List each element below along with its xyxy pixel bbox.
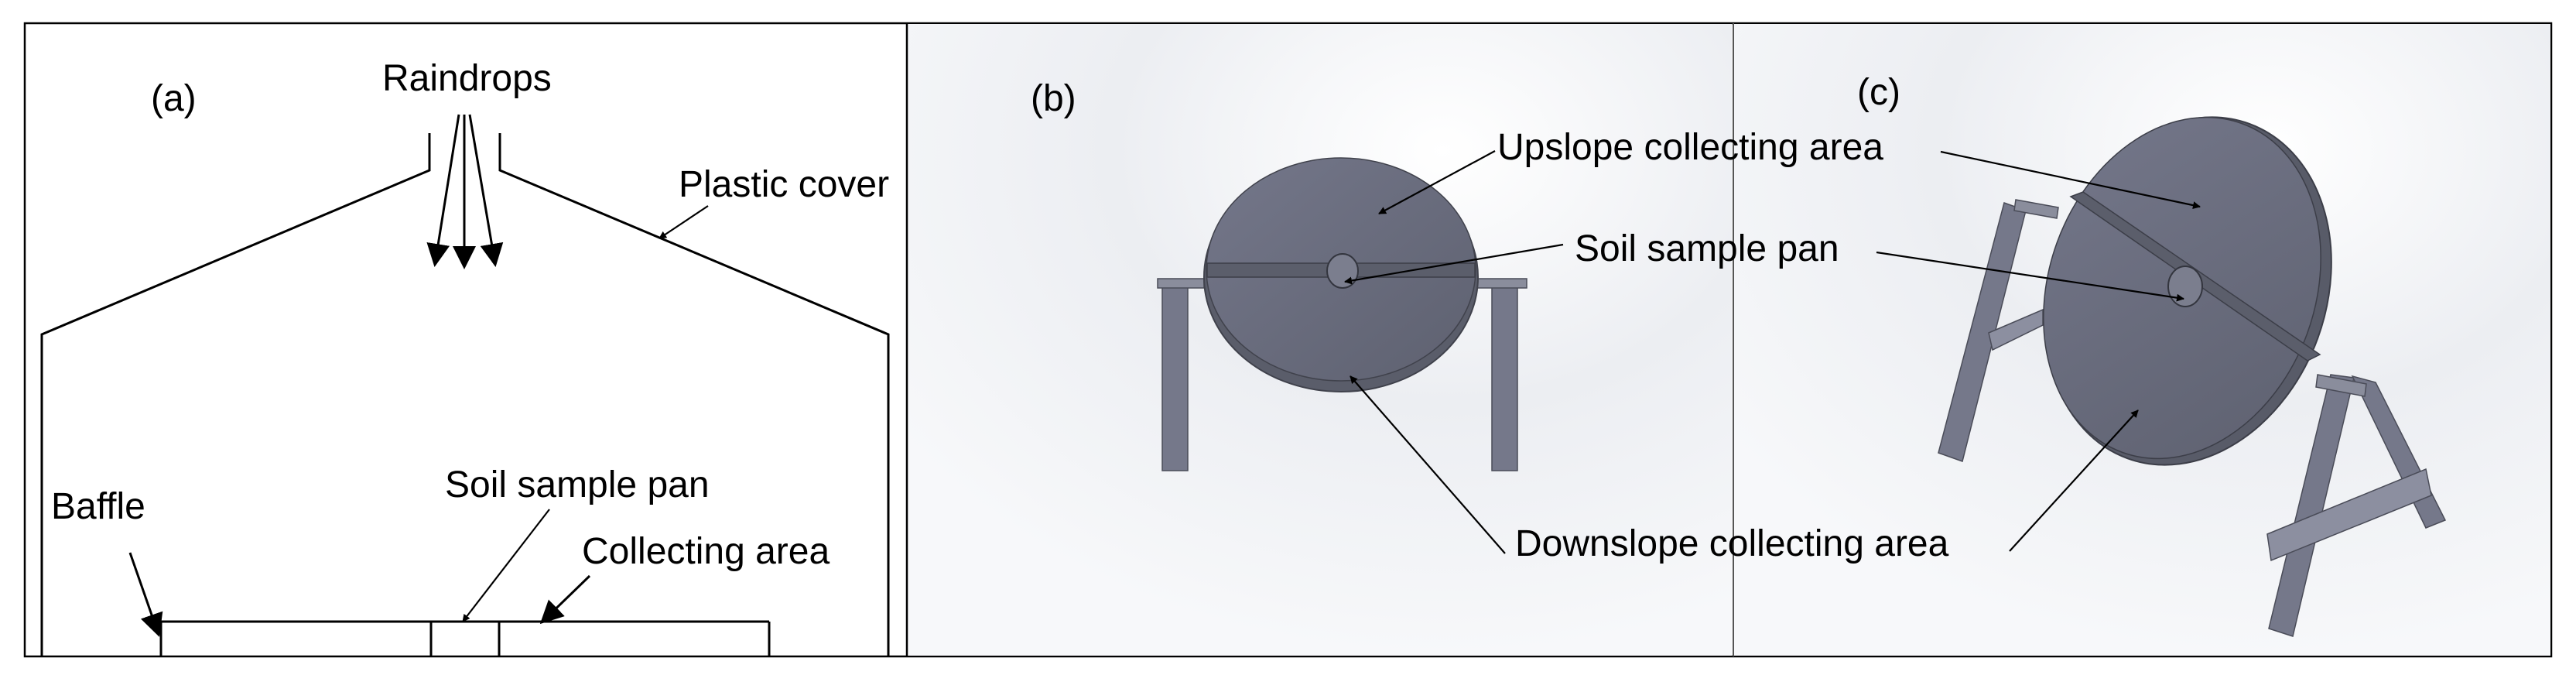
axle-left-b <box>1157 278 1205 289</box>
plastic-cover-leader <box>659 205 709 239</box>
axle-right-b <box>1476 278 1527 289</box>
collecting-area-leader-a <box>539 574 591 625</box>
soil-pan-leader-c <box>1876 251 2184 302</box>
panel-a: (a) Raindrops Plastic cover Baffle Soil … <box>40 58 890 656</box>
soil-sample-pan-b <box>1326 253 1359 289</box>
plastic-cover-outline <box>40 133 890 656</box>
panel-b-label: (b) <box>1031 78 1076 119</box>
baffle-label: Baffle <box>51 486 145 527</box>
upslope-leader-b <box>1378 150 1496 214</box>
soil-sample-pan-leader-a <box>462 509 550 622</box>
downslope-collecting-area-label: Downslope collecting area <box>1515 523 1949 564</box>
baffle-leader <box>128 552 163 637</box>
raindrops-label: Raindrops <box>382 58 552 99</box>
raindrop-arrows <box>426 114 504 269</box>
upslope-collecting-area-label: Upslope collecting area <box>1497 127 1883 168</box>
downslope-leader-b <box>1350 375 1506 554</box>
left-axle-c <box>2013 199 2059 219</box>
downslope-leader-c <box>2009 409 2139 552</box>
soil-pan-leader-b <box>1344 243 1564 285</box>
soil-sample-pan-c <box>2167 266 2203 307</box>
right-frame-brace <box>2266 468 2432 562</box>
soil-sample-pan-label-a: Soil sample pan <box>445 464 710 505</box>
panel-c-label: (c) <box>1857 72 1900 113</box>
upslope-leader-c <box>1940 150 2201 210</box>
panel-c: (c) <box>1857 72 2447 637</box>
plastic-cover-label: Plastic cover <box>679 164 889 205</box>
left-frame-brace <box>1988 308 2044 351</box>
right-leg-b <box>1491 286 1518 471</box>
soil-sample-pan-label-bc: Soil sample pan <box>1575 228 1839 269</box>
collecting-area-label-a: Collecting area <box>582 531 830 572</box>
right-axle-c <box>2315 374 2367 397</box>
panel-b: (b) <box>1031 78 1564 554</box>
panel-a-label: (a) <box>151 78 197 119</box>
left-leg-b <box>1161 286 1189 471</box>
